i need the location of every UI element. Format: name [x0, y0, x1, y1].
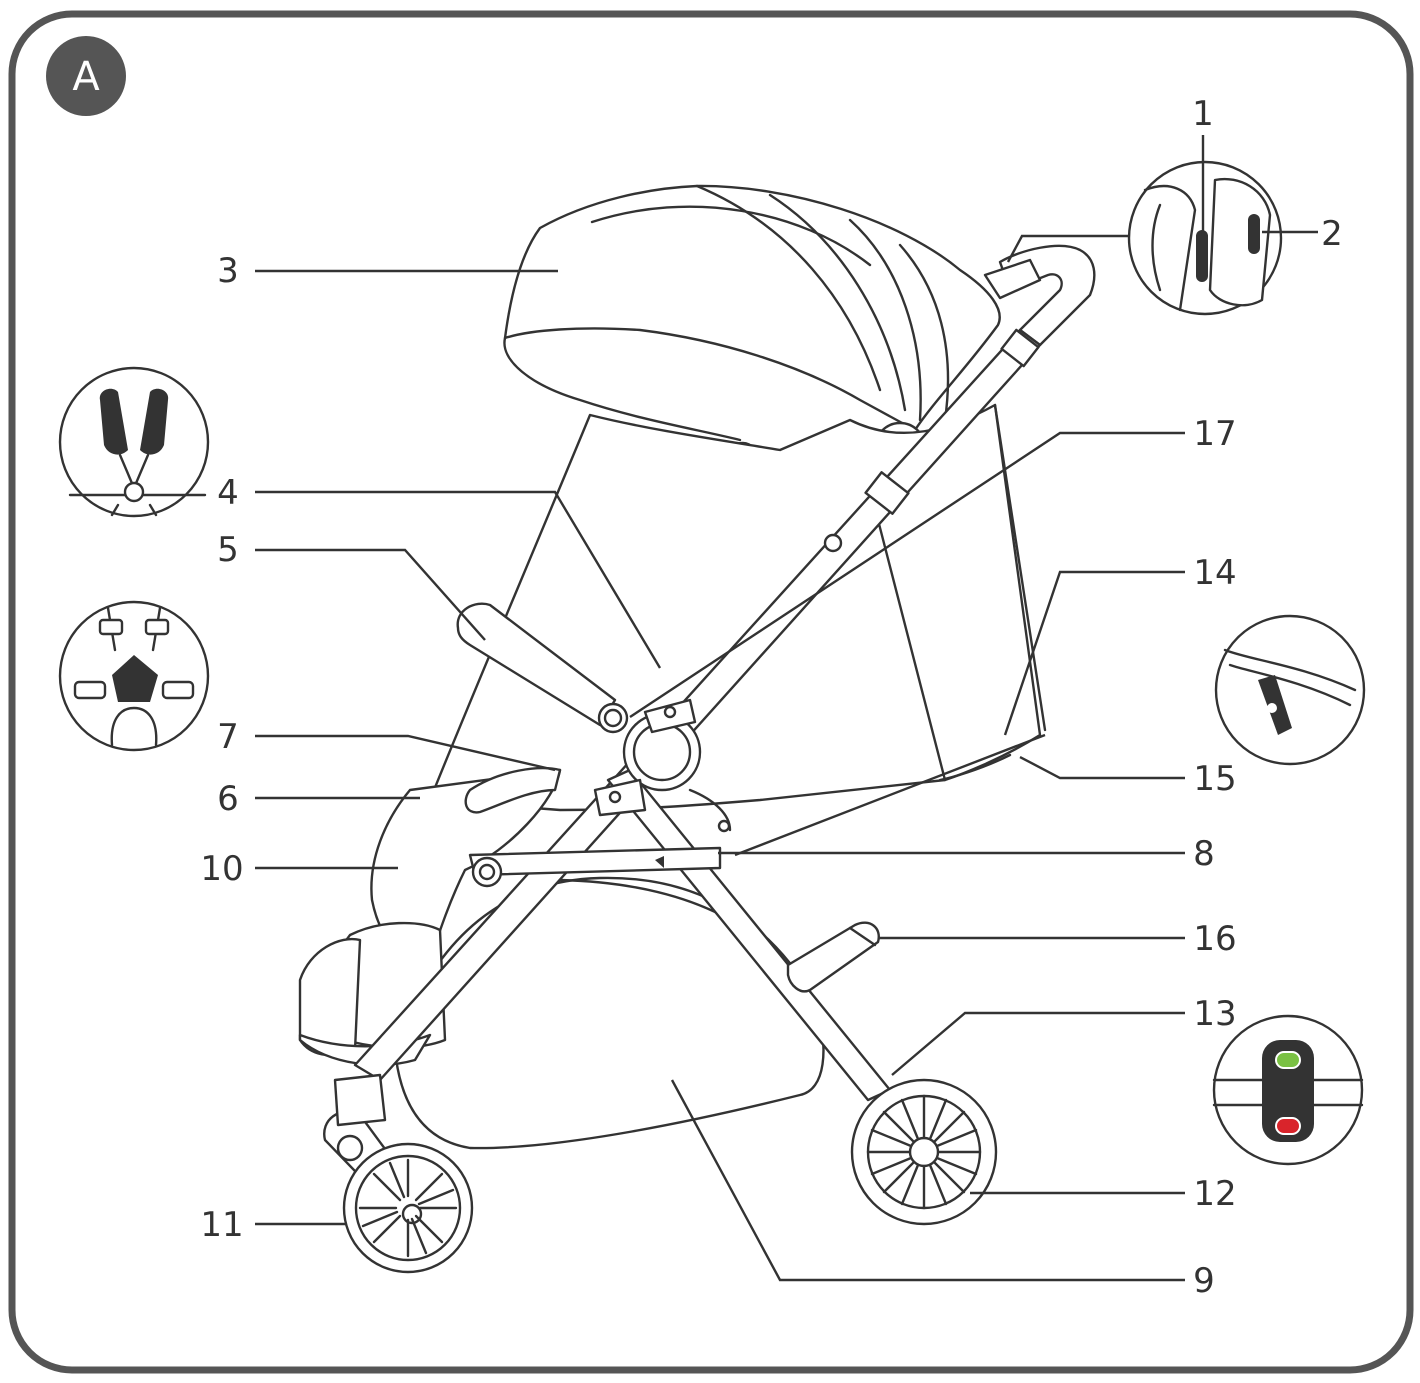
callout-6: 6 [217, 779, 239, 819]
front-wheel-spokes [358, 1158, 458, 1258]
callout-9: 9 [1193, 1261, 1215, 1301]
callout-17: 17 [1193, 414, 1236, 454]
callout-1: 1 [1192, 94, 1214, 134]
brake-pedal [786, 921, 880, 993]
callout-8: 8 [1193, 834, 1215, 874]
leader-9 [670, 1079, 1185, 1282]
callout-14: 14 [1193, 553, 1236, 593]
section-badge-label: A [72, 54, 100, 100]
leader-17 [629, 431, 1185, 719]
callout-4: 4 [217, 473, 239, 513]
callout-10: 10 [200, 849, 243, 889]
callout-5: 5 [217, 530, 239, 570]
armrest [464, 767, 562, 814]
brake-indicator-detail-icon [1212, 1014, 1364, 1166]
stroller-illustration [298, 184, 1096, 1274]
callout-12: 12 [1193, 1174, 1236, 1214]
tube-joint [1000, 328, 1040, 368]
callout-7: 7 [217, 717, 239, 757]
rear-wheel-spokes [866, 1094, 982, 1210]
shoulder-harness-detail-icon [58, 366, 210, 518]
callout-labels: 1 2 3 4 5 6 7 8 9 10 11 12 13 14 15 16 1… [200, 94, 1342, 1301]
section-badge: A [46, 36, 126, 116]
callout-16: 16 [1193, 919, 1236, 959]
leader-15 [1019, 755, 1185, 780]
leader-detail-handle [1006, 234, 1130, 263]
callout-11: 11 [200, 1205, 243, 1245]
callout-15: 15 [1193, 759, 1236, 799]
callout-13: 13 [1193, 994, 1236, 1034]
leader-13 [891, 1011, 1185, 1076]
leader-8-extra [734, 733, 1046, 857]
leader-5 [255, 548, 486, 641]
leader-7 [255, 734, 556, 772]
handle-button-housing [983, 258, 1042, 300]
handle-button-detail-icon [1127, 160, 1283, 316]
leader-4 [255, 490, 662, 669]
strap-clip-detail-icon [1214, 614, 1366, 766]
leader-14 [1003, 570, 1185, 736]
harness-buckle-detail-icon [58, 600, 210, 752]
callout-2: 2 [1321, 214, 1343, 254]
leader-lines [255, 269, 1185, 1282]
callout-3: 3 [217, 251, 239, 291]
tube-joint-lower [864, 471, 910, 515]
fold-lock [823, 533, 843, 553]
